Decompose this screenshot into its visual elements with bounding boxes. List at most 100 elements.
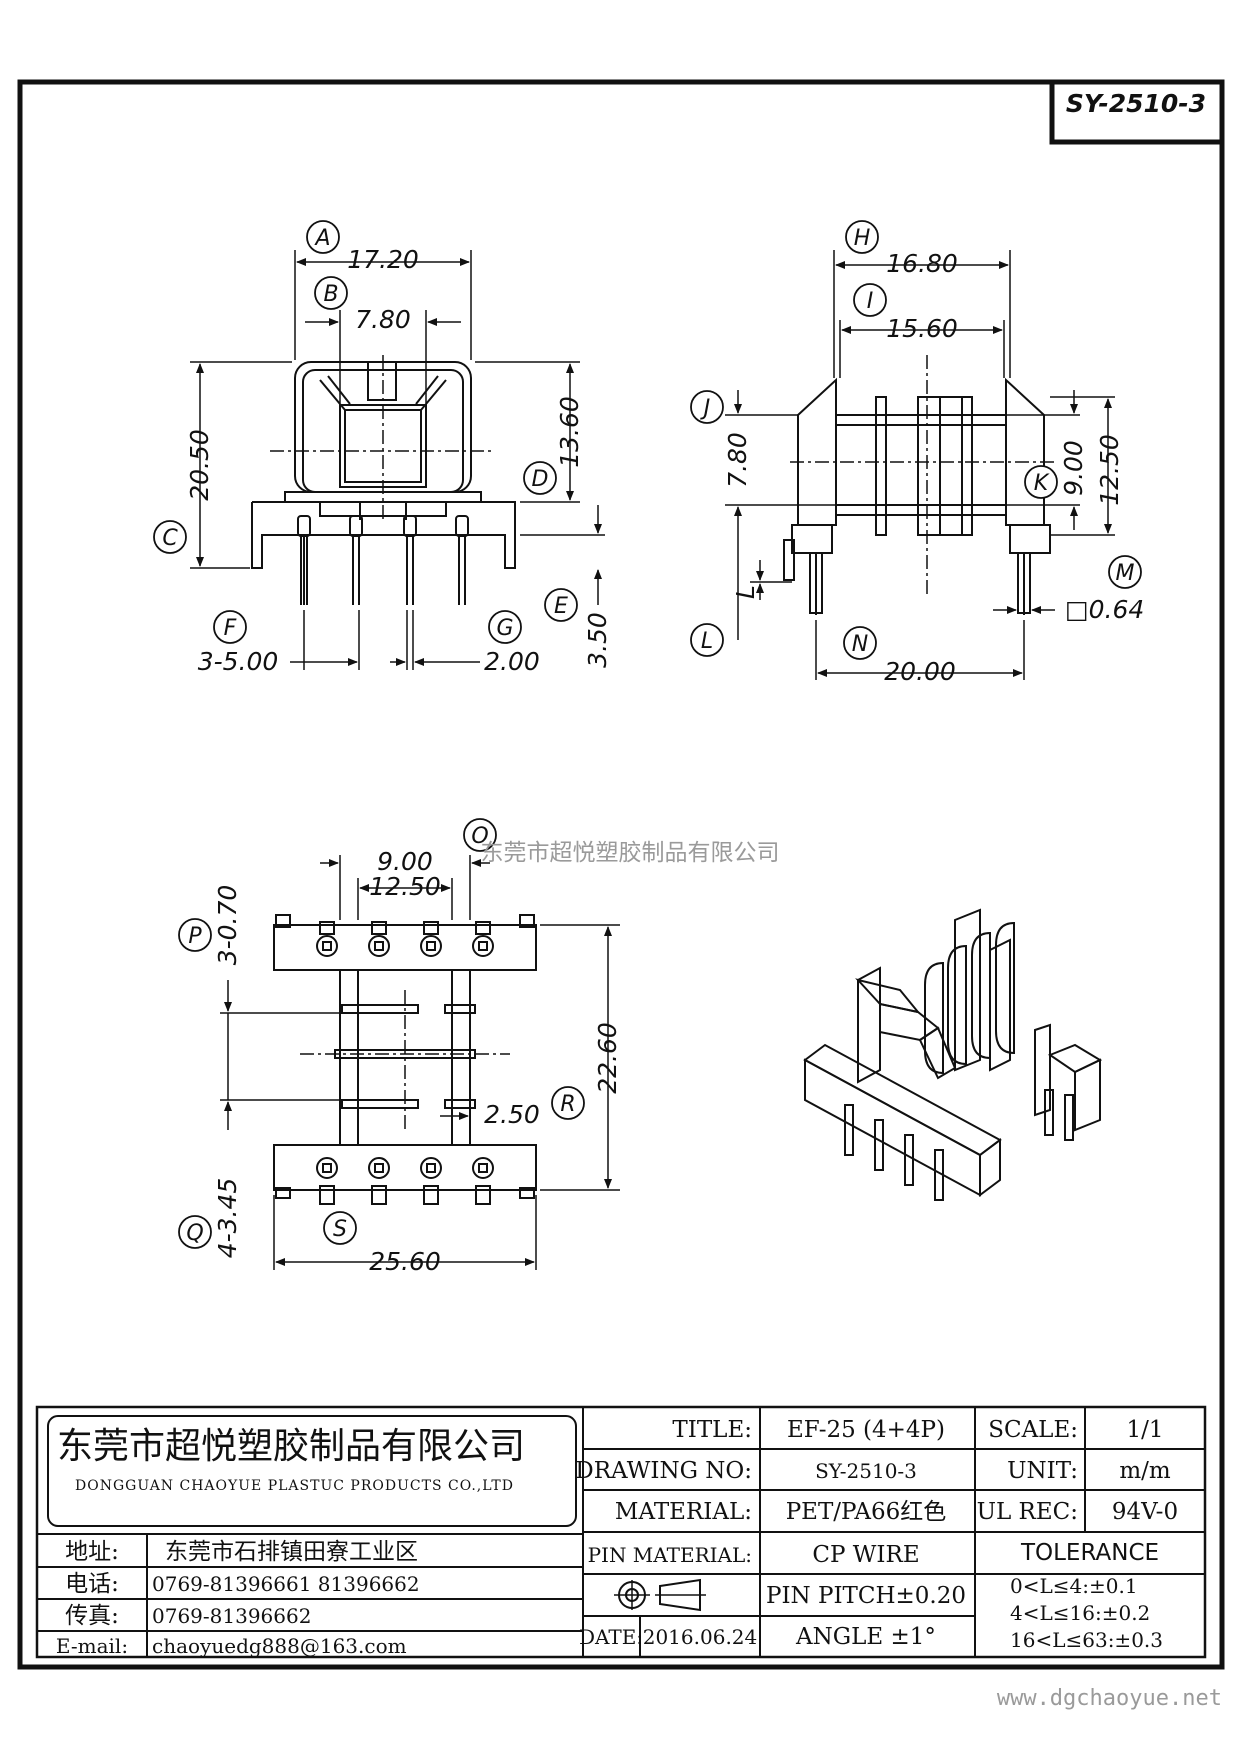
drawing-number-text: SY-2510-3	[1066, 89, 1206, 118]
callout-j: J	[690, 390, 724, 424]
callout-l: L	[690, 623, 724, 657]
callout-o: O	[463, 818, 497, 852]
callout-letter: O	[471, 824, 488, 849]
callout-letter: Q	[186, 1221, 203, 1246]
phone-label: 电话:	[65, 1571, 119, 1597]
callout-m: M	[1108, 555, 1142, 589]
callout-letter: F	[224, 616, 237, 641]
callout-n: N	[843, 626, 877, 660]
side-dimension-labels: 16.80 15.60 7.80 9.00 12.50 L □0.64 20.0…	[723, 249, 1144, 686]
title-value: EF-25 (4+4P)	[787, 1417, 945, 1443]
angle-tolerance: ANGLE ±1°	[795, 1624, 936, 1650]
dim-k2: 12.50	[1095, 434, 1124, 506]
dim-l: L	[731, 585, 760, 599]
top-dimension-labels: 9.00 12.50 3-0.70 22.60 2.50 4-3.45 25.6…	[213, 847, 622, 1276]
unit-label: UNIT:	[1007, 1458, 1078, 1484]
material-value: PET/PA66红色	[786, 1499, 947, 1525]
callout-e: E	[544, 588, 578, 622]
dim-c: 20.50	[185, 429, 214, 501]
top-dimensions	[220, 855, 620, 1270]
callout-letter: S	[333, 1217, 347, 1242]
address-label: 地址:	[65, 1539, 119, 1565]
callout-q: Q	[178, 1215, 212, 1249]
dim-b: 7.80	[355, 305, 411, 334]
callout-circles: A B C D E F G H I J K L M N O P Q R S	[153, 220, 1142, 1249]
front-dimensions	[190, 250, 605, 670]
company-name-en: DONGGUAN CHAOYUE PLASTUC PRODUCTS CO.,LT…	[75, 1478, 514, 1494]
dim-e: 3.50	[583, 612, 612, 668]
callout-a: A	[306, 220, 340, 254]
tolerance-1: 0<L≤4:±0.1	[1010, 1574, 1138, 1598]
callout-g: G	[488, 610, 522, 644]
dim-i: 15.60	[886, 314, 958, 343]
callout-s: S	[323, 1211, 357, 1245]
drawing-number-box: SY-2510-3	[1049, 79, 1225, 145]
title-block-text: 东莞市超悦塑胶制品有限公司 DONGGUAN CHAOYUE PLASTUC P…	[56, 1417, 1178, 1658]
unit-value: m/m	[1119, 1458, 1171, 1484]
date-value: 2016.06.24	[643, 1625, 758, 1649]
callout-letter: R	[560, 1092, 575, 1117]
front-view	[251, 355, 516, 605]
dim-q: 4-3.45	[213, 1178, 242, 1259]
callout-d: D	[523, 461, 557, 495]
dim-p: 3-0.70	[213, 885, 242, 966]
callout-c: C	[153, 520, 187, 554]
website-url: www.dgchaoyue.net	[997, 1686, 1222, 1711]
pin-material-value: CP WIRE	[812, 1542, 919, 1568]
callout-letter: I	[867, 289, 874, 314]
dim-r: 22.60	[593, 1022, 622, 1094]
isometric-pins	[844, 1089, 1074, 1201]
scale-label: SCALE:	[988, 1417, 1078, 1443]
date-label: DATE:	[579, 1625, 643, 1649]
callout-letter: E	[554, 594, 568, 619]
dim-m: □0.64	[1065, 595, 1144, 624]
dim-r2: 2.50	[484, 1100, 540, 1129]
dim-s: 25.60	[369, 1247, 441, 1276]
callout-i: I	[853, 283, 887, 317]
dim-a: 17.20	[347, 245, 419, 274]
callout-letter: M	[1116, 561, 1135, 586]
dim-k: 9.00	[1059, 440, 1088, 496]
callout-letter: H	[854, 226, 871, 251]
ul-label: UL REC:	[977, 1499, 1078, 1525]
watermark: 东莞市超悦塑胶制品有限公司	[481, 840, 780, 866]
drawing-border	[17, 79, 1225, 1670]
drawing-no-value: SY-2510-3	[815, 1459, 917, 1483]
material-label: MATERIAL:	[615, 1499, 752, 1525]
front-pins	[297, 515, 469, 605]
side-view	[783, 355, 1055, 615]
scale-value: 1/1	[1126, 1417, 1163, 1443]
callout-letter: B	[323, 282, 338, 307]
dim-o2: 12.50	[369, 872, 441, 901]
isometric-view	[803, 908, 1103, 1201]
callout-letter: N	[852, 632, 868, 657]
dim-f: 3-5.00	[198, 647, 279, 676]
dim-h: 16.80	[886, 249, 958, 278]
dim-d: 13.60	[555, 396, 584, 468]
callout-letter: L	[701, 629, 713, 654]
callout-r: R	[551, 1086, 585, 1120]
side-dimensions	[725, 250, 1115, 680]
pin-pitch: PIN PITCH±0.20	[766, 1583, 966, 1609]
callout-letter: D	[532, 467, 549, 492]
title-block	[35, 1405, 1207, 1659]
dim-g: 2.00	[484, 647, 540, 676]
callout-k: K	[1024, 465, 1058, 499]
tolerance-2: 4<L≤16:±0.2	[1010, 1601, 1150, 1625]
projection-symbol-icon	[614, 1578, 706, 1612]
title-label: TITLE:	[672, 1417, 752, 1443]
dim-n: 20.00	[884, 657, 956, 686]
callout-letter: A	[313, 226, 330, 251]
callout-b: B	[314, 276, 348, 310]
callout-letter: P	[188, 924, 202, 949]
address-value: 东莞市石排镇田寮工业区	[165, 1539, 418, 1565]
callout-letter: G	[496, 616, 513, 641]
top-view	[273, 914, 537, 1205]
pin-material-label: PIN MATERIAL:	[588, 1543, 752, 1567]
front-dimension-labels: 17.20 7.80 20.50 13.60 3.50 3-5.00 2.00	[185, 245, 612, 676]
company-name-cn: 东莞市超悦塑胶制品有限公司	[57, 1426, 525, 1467]
tolerance-label: TOLERANCE	[1020, 1540, 1159, 1566]
phone-value: 0769-81396661 81396662	[152, 1572, 420, 1596]
tolerance-3: 16<L≤63:±0.3	[1010, 1628, 1163, 1652]
